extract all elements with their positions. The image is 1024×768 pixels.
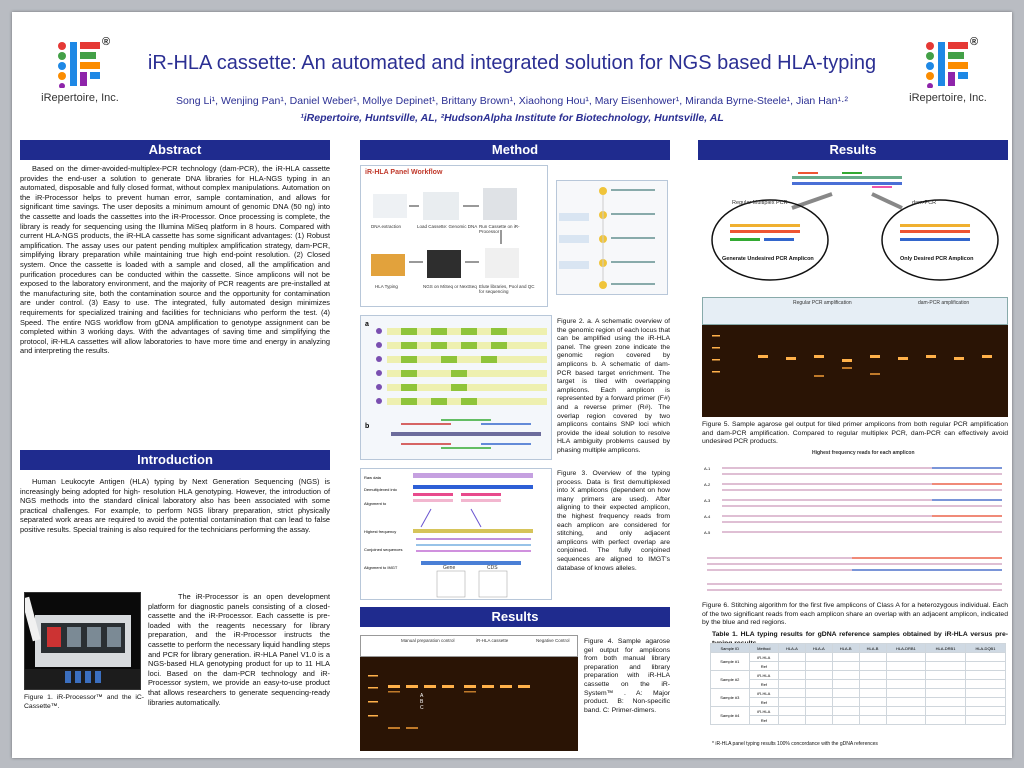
gel-header-dam: dam-PCR amplification (918, 300, 970, 306)
svg-text:B: B (420, 699, 424, 705)
svg-text:a: a (365, 321, 369, 328)
gel-group-negative: Negative Control (536, 638, 570, 643)
workflow-step-6: Elute libraries, Pool and QC for sequenc… (479, 284, 535, 294)
svg-text:b: b (365, 423, 369, 430)
desired-amplicon-label: Only Desired PCR Amplicon (900, 256, 974, 262)
logo-right: ® iRepertoire, Inc. (900, 36, 990, 130)
workflow-title: iR-HLA Panel Workflow (365, 169, 443, 176)
abstract-heading: Abstract (20, 140, 330, 160)
figure-3-cds-label: CDS (487, 565, 498, 571)
figure-1-caption: Figure 1. iR-Processor™ and the iC-Casse… (24, 694, 144, 710)
irepertoire-logo-icon (926, 42, 968, 88)
svg-text:Highest frequency: Highest frequency (364, 529, 396, 534)
figure-3-caption: Figure 3. Overview of the typing process… (557, 470, 670, 572)
results-heading-right: Results (698, 140, 1008, 160)
workflow-step-3: Run Cassette on iR-Processor (479, 224, 520, 234)
figure-5-gel: Regular PCR amplification dam-PCR amplif… (702, 297, 1008, 417)
introduction-heading: Introduction (20, 450, 330, 470)
figure-3-typing-process: Raw data Demultiplexed into Alignment to… (360, 468, 552, 600)
svg-text:Raw data: Raw data (364, 475, 382, 480)
poster: ® iRepertoire, Inc. ® iRepertoire, Inc. … (12, 12, 1012, 758)
workflow-step-5: NGS on MiSeq or NextSeq (423, 284, 477, 289)
table-1-footnote: * iR-HLA panel typing results 100% conco… (712, 741, 878, 747)
workflow-figure: iR-HLA Panel Workflow DNA extraction Loa… (360, 165, 548, 307)
results-heading-middle: Results (360, 607, 670, 627)
irepertoire-logo-icon (58, 42, 100, 88)
logo-name: iRepertoire, Inc. (41, 92, 119, 104)
figure-6-stitching: Highest frequency reads for each amplico… (702, 448, 1008, 598)
workflow-step-2: Load Cassette: Genomic DNA (417, 224, 478, 229)
svg-text:A-2: A-2 (704, 482, 711, 487)
figure-2-caption: Figure 2. a. A schematic overview of the… (557, 318, 670, 454)
figure-3-gene-label: Gene (443, 565, 456, 571)
undesired-amplicon-label: Generate Undesired PCR Amplicon (722, 256, 814, 262)
introduction-para-1: Human Leukocyte Antigen (HLA) typing by … (20, 477, 330, 534)
poster-title: iR-HLA cassette: An automated and integr… (147, 52, 877, 74)
figure-6-title: Highest frequency reads for each amplico… (812, 450, 915, 456)
ir-processor-photo (24, 592, 141, 690)
gel-group-cassette: iR-HLA cassette (476, 638, 509, 643)
dam-pcr-label: dam-PCR (912, 200, 937, 206)
figure-2-amplicons: a b (360, 315, 552, 460)
gel-group-manual: Manual preparation control (401, 638, 455, 643)
svg-text:C: C (420, 705, 424, 711)
registered-mark: ® (102, 36, 111, 48)
svg-text:Conjoined sequences: Conjoined sequences (364, 547, 402, 552)
figure-6-caption: Figure 6. Stitching algorithm for the fi… (702, 602, 1008, 627)
gel-header-regular: Regular PCR amplification (793, 300, 852, 306)
svg-text:Alignment to: Alignment to (364, 501, 387, 506)
svg-text:A-1: A-1 (704, 466, 711, 471)
workflow-step-1: DNA extraction (371, 224, 402, 229)
logo-left: ® iRepertoire, Inc. (32, 36, 122, 130)
figure-4-gel: Manual preparation control iR-HLA casset… (360, 635, 578, 751)
svg-text:Demultiplexed into: Demultiplexed into (364, 487, 398, 492)
svg-text:A-5: A-5 (704, 530, 711, 535)
affiliations: ¹iRepertoire, Huntsville, AL, ²HudsonAlp… (300, 112, 724, 124)
regular-multiplex-label: Regular Multiplex PCR (732, 200, 788, 206)
figure-4-caption: Figure 4. Sample agarose gel output for … (584, 638, 670, 714)
workflow-step-4: HLA Typing (375, 284, 398, 289)
registered-mark: ® (970, 36, 979, 48)
dam-pcr-schematic: Regular Multiplex PCR dam-PCR Generate U… (702, 164, 1008, 292)
svg-text:A-3: A-3 (704, 498, 711, 503)
svg-text:A: A (420, 693, 424, 699)
introduction-para-2: The iR-Processor is an open development … (148, 592, 330, 707)
svg-text:A-4: A-4 (704, 514, 711, 519)
figure-5-caption: Figure 5. Sample agarose gel output for … (702, 421, 1008, 446)
method-heading: Method (360, 140, 670, 160)
authors: Song Li¹, Wenjing Pan¹, Daniel Weber¹, M… (176, 95, 848, 107)
svg-text:Alignment to IMGT: Alignment to IMGT (364, 565, 398, 570)
logo-name: iRepertoire, Inc. (909, 92, 987, 104)
abstract-text: Based on the dimer-avoided-multiplex-PCR… (20, 164, 330, 356)
cassette-steps-figure (556, 180, 668, 295)
